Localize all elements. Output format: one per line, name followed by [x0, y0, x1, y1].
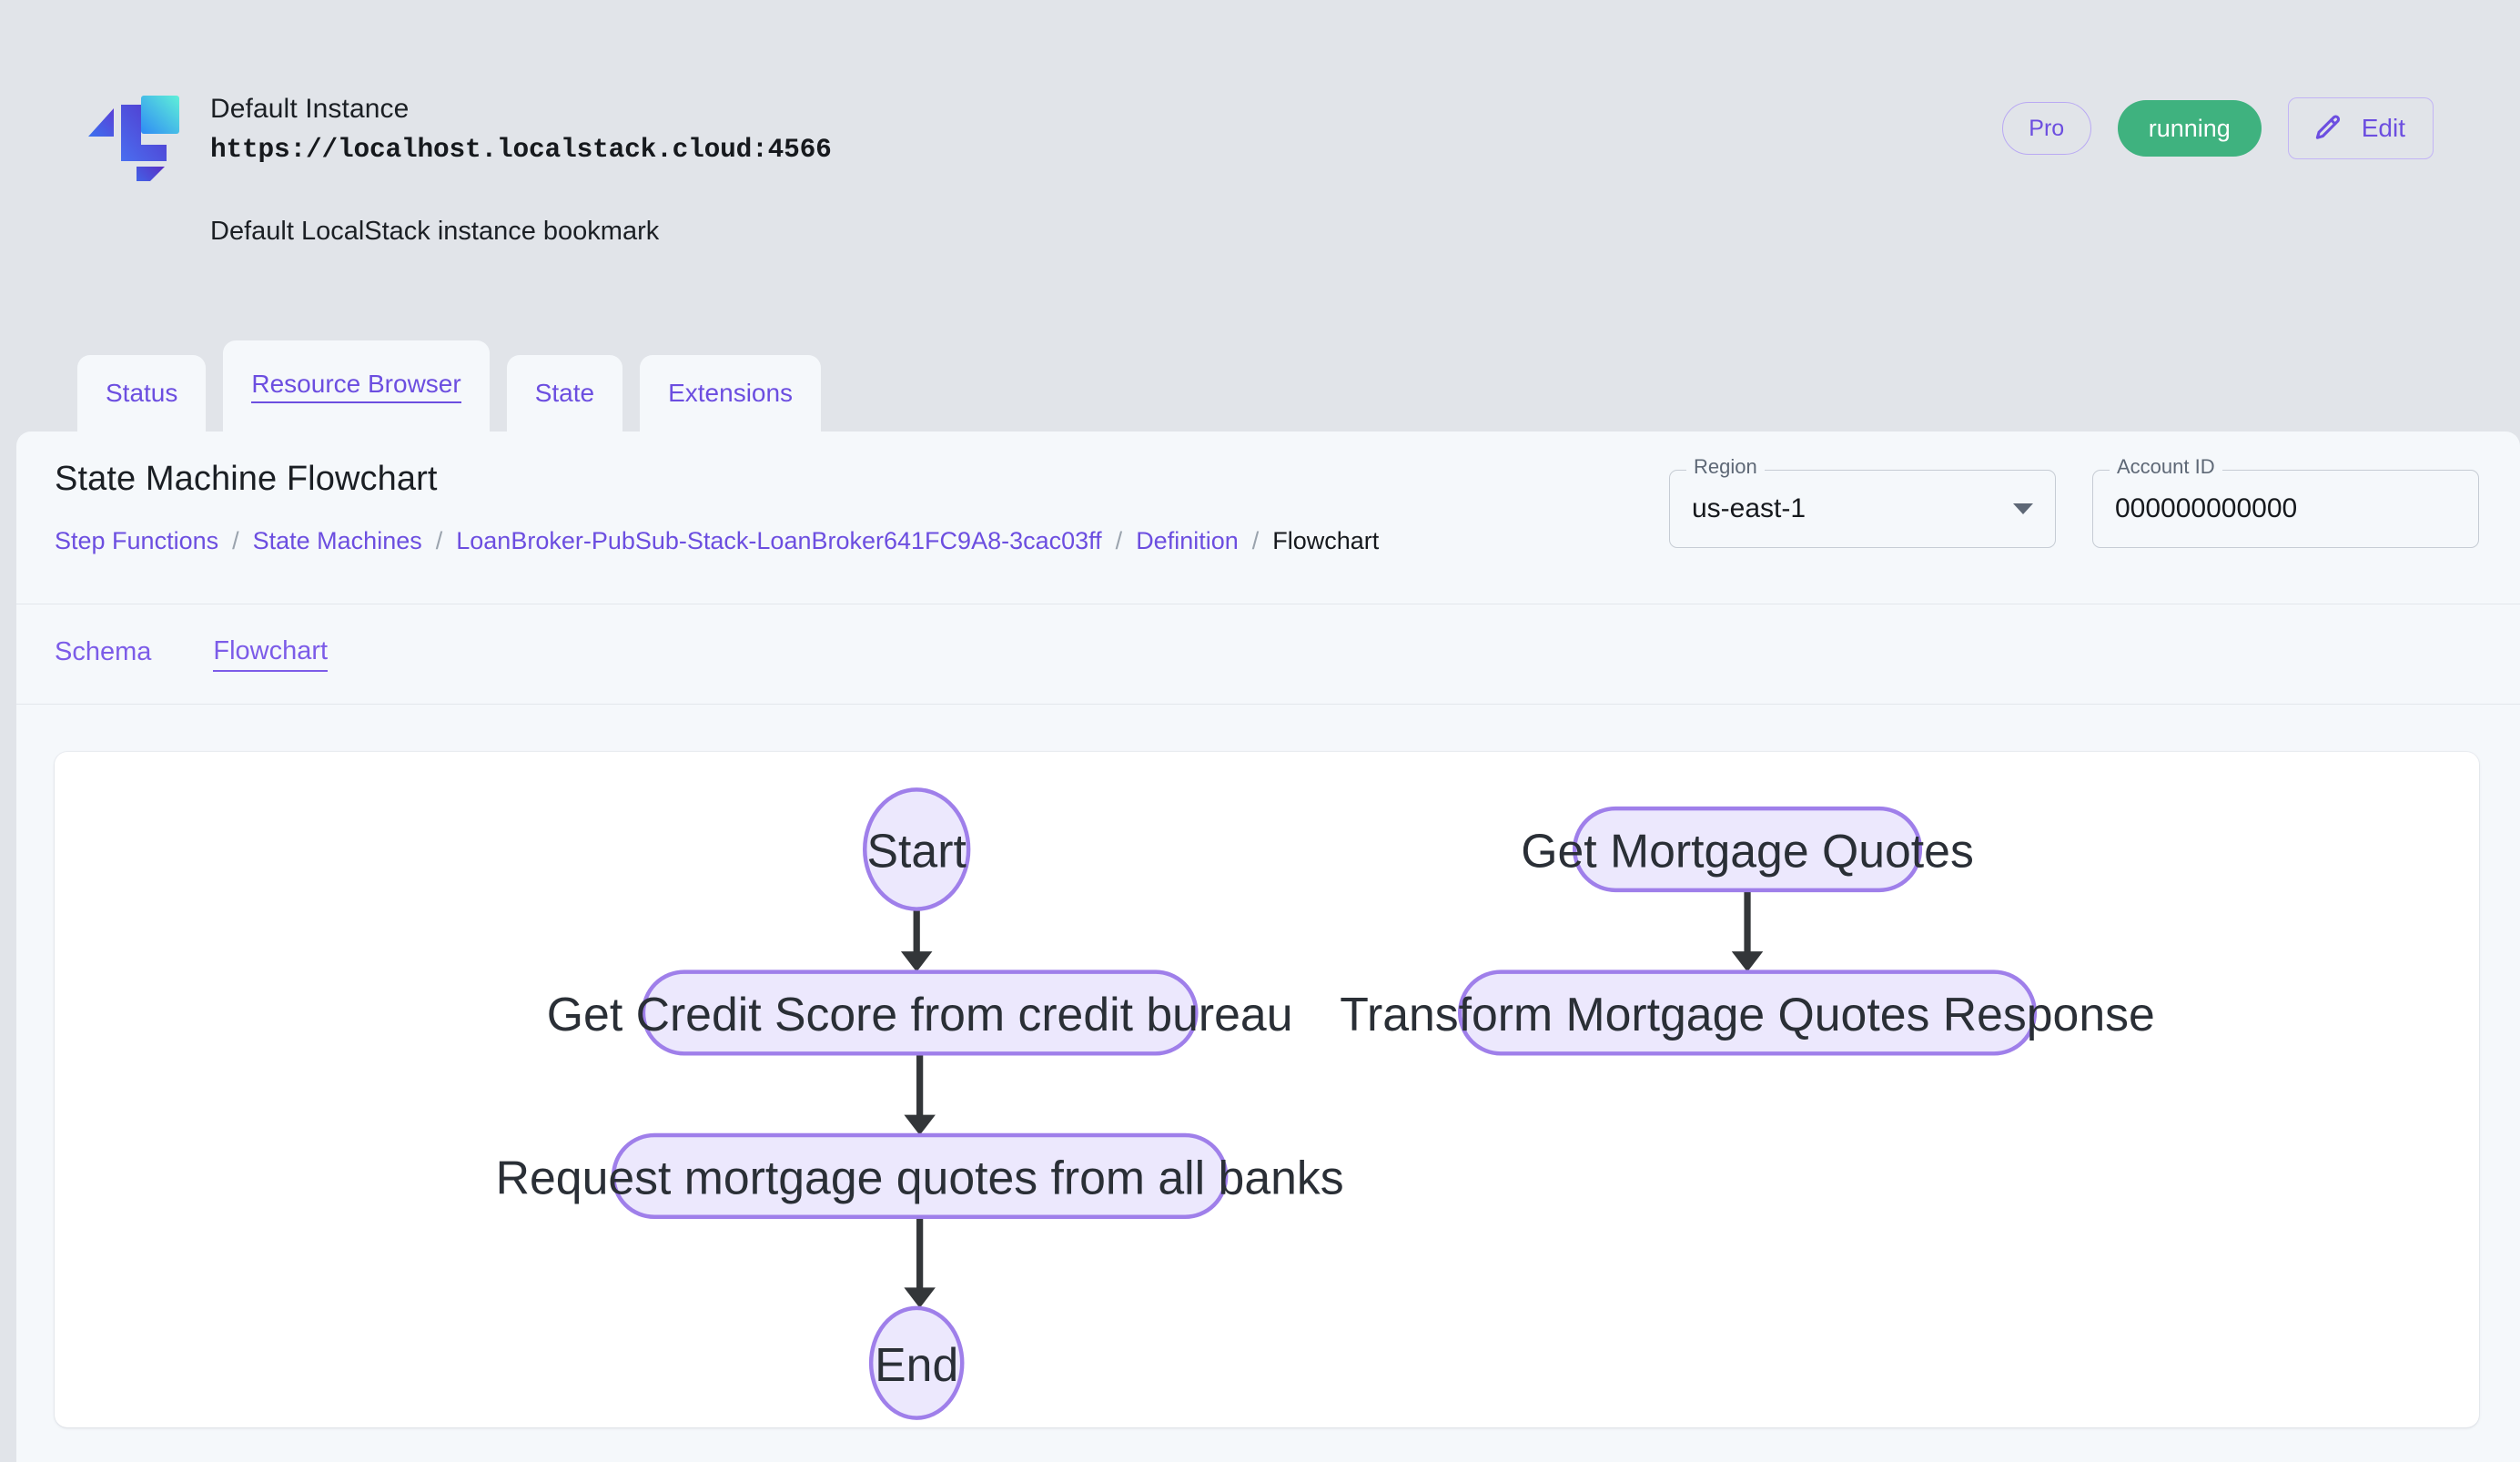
chevron-down-icon	[2013, 503, 2033, 514]
flow-edge-arrowhead	[900, 951, 933, 972]
pro-badge[interactable]: Pro	[2001, 102, 2091, 155]
breadcrumb: Step Functions / State Machines / LoanBr…	[55, 527, 1379, 555]
flow-node-shape	[1458, 970, 2038, 1056]
instance-url: https://localhost.localstack.cloud:4566	[210, 134, 832, 166]
pencil-icon	[2313, 113, 2343, 144]
breadcrumb-item-step-functions[interactable]: Step Functions	[55, 527, 219, 554]
page-title: State Machine Flowchart	[55, 460, 438, 498]
tab-state-label: State	[534, 379, 595, 407]
flow-node-start[interactable]: Start	[863, 787, 971, 911]
breadcrumb-separator: /	[1251, 527, 1260, 554]
flow-node-label: Get Mortgage Quotes	[1521, 825, 1974, 878]
instance-description: Default LocalStack instance bookmark	[210, 216, 660, 246]
breadcrumb-item-flowchart: Flowchart	[1272, 527, 1380, 554]
header-actions: Pro running Edit	[2001, 97, 2434, 159]
edit-button[interactable]: Edit	[2287, 97, 2434, 159]
page-header: State Machine Flowchart Step Functions /…	[16, 431, 2520, 604]
breadcrumb-item-definition[interactable]: Definition	[1136, 527, 1239, 554]
tab-extensions[interactable]: Extensions	[640, 355, 822, 431]
account-id-value: 000000000000	[2115, 493, 2298, 523]
tab-resource-browser[interactable]: Resource Browser	[223, 340, 490, 431]
flow-node-end[interactable]: End	[868, 1305, 965, 1420]
tab-extensions-label: Extensions	[668, 379, 794, 407]
tab-status[interactable]: Status	[77, 355, 207, 431]
flow-node-shape	[868, 1305, 965, 1420]
region-label: Region	[1686, 457, 1765, 477]
subtab-flowchart[interactable]: Flowchart	[213, 636, 329, 672]
main-tabs: Status Resource Browser State Extensions	[0, 337, 2520, 431]
flow-node-label: Get Credit Score from credit bureau	[547, 988, 1293, 1041]
flow-node-label: End	[875, 1338, 958, 1391]
tab-resource-browser-label: Resource Browser	[251, 370, 461, 403]
flow-node-shape	[1572, 806, 1923, 893]
tab-status-label: Status	[106, 379, 178, 407]
flow-node-label: Request mortgage quotes from all banks	[496, 1152, 1344, 1204]
flow-node-shape	[863, 787, 971, 911]
breadcrumb-separator: /	[232, 527, 239, 554]
flow-node-shape	[641, 970, 1199, 1056]
region-select[interactable]: Region us-east-1	[1669, 457, 2056, 548]
instance-name: Default Instance	[210, 94, 410, 124]
account-id-label: Account ID	[2110, 457, 2222, 477]
status-badge[interactable]: running	[2117, 100, 2262, 157]
tab-state[interactable]: State	[506, 355, 623, 431]
flow-node-shape	[611, 1132, 1229, 1220]
flow-node-getCreditScore[interactable]: Get Credit Score from credit bureau	[547, 970, 1293, 1056]
edit-button-label: Edit	[2361, 114, 2405, 142]
localstack-logo-icon	[86, 86, 181, 181]
region-value: us-east-1	[1692, 493, 1807, 523]
flow-edge-arrowhead	[904, 1114, 936, 1136]
subtab-schema[interactable]: Schema	[55, 637, 152, 666]
main-panel: State Machine Flowchart Step Functions /…	[16, 431, 2520, 1462]
flow-edge-arrowhead	[1731, 951, 1764, 972]
instance-header: Default Instance https://localhost.local…	[0, 0, 2520, 431]
flow-node-requestQuotes[interactable]: Request mortgage quotes from all banks	[496, 1132, 1344, 1220]
sub-tabs: Schema Flowchart	[16, 604, 2520, 705]
flow-edge-arrowhead	[904, 1287, 936, 1308]
flow-node-label: Transform Mortgage Quotes Response	[1340, 988, 2155, 1041]
header-fields: Region us-east-1 Account ID 000000000000	[1669, 457, 2479, 548]
breadcrumb-item-state-machine-name[interactable]: LoanBroker-PubSub-Stack-LoanBroker641FC9…	[456, 527, 1102, 554]
flow-node-label: Start	[867, 825, 967, 878]
account-id-field[interactable]: Account ID 000000000000	[2092, 457, 2479, 548]
flow-node-transformResponse[interactable]: Transform Mortgage Quotes Response	[1340, 970, 2155, 1056]
instance-summary: Default Instance https://localhost.local…	[86, 86, 832, 249]
breadcrumb-separator: /	[1115, 527, 1123, 554]
breadcrumb-separator: /	[435, 527, 443, 554]
breadcrumb-item-state-machines[interactable]: State Machines	[252, 527, 422, 554]
flow-node-getMortgageQuotes[interactable]: Get Mortgage Quotes	[1521, 806, 1974, 893]
